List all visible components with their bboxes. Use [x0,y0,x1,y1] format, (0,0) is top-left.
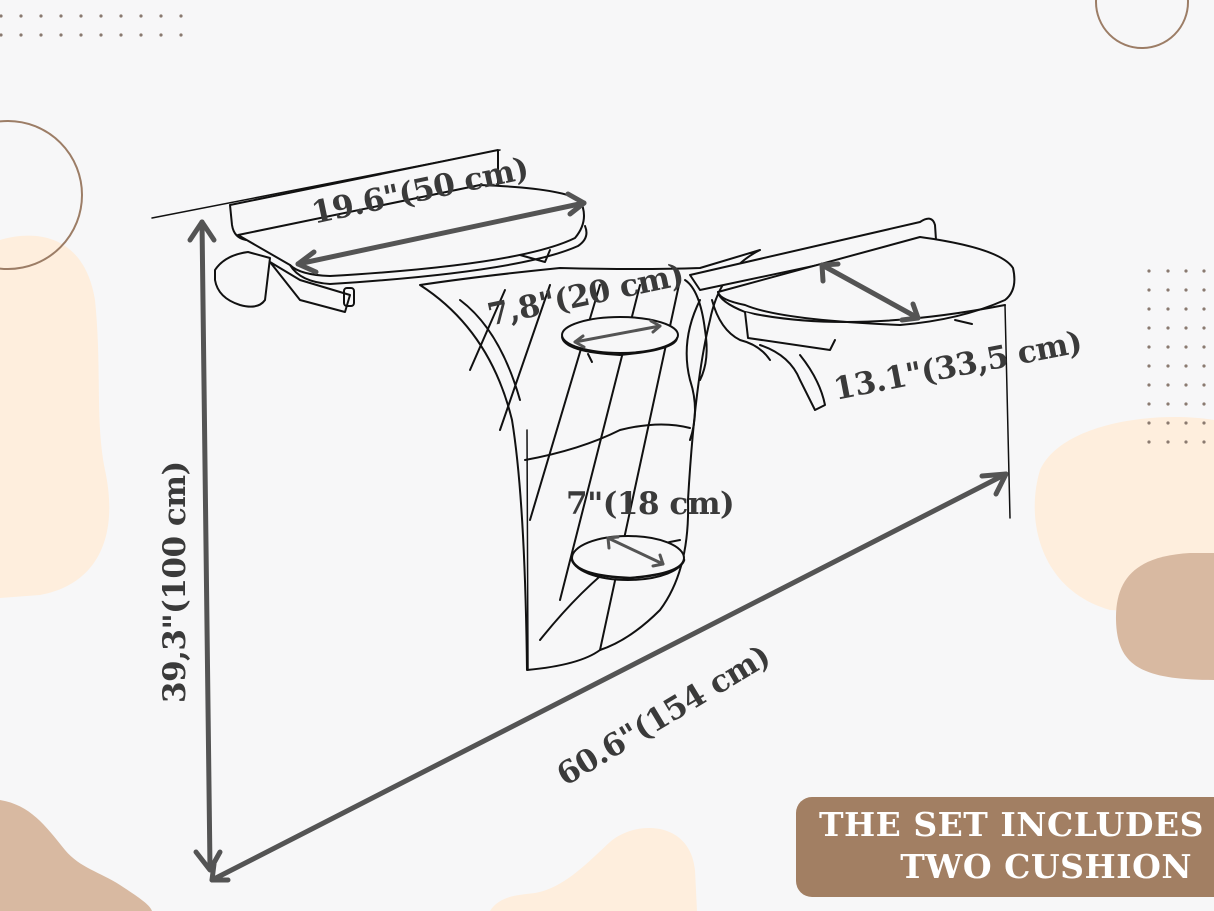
cushion-info-banner: THE SET INCLUDES TWO CUSHION [796,797,1214,897]
right-tan-blob [1115,553,1214,680]
top-left-shelf [214,149,588,313]
top-left-dot-grid [0,14,183,37]
right-shelf [684,217,1016,411]
bottom-light-blob [490,827,697,911]
top-right-circle-outline [1095,0,1189,49]
central-trunk-panel [419,249,771,671]
total-height-label: 39,3"(100 cm) [157,461,193,703]
wall-right-line [1004,304,1011,519]
left-circle-outline [0,120,83,270]
bottom-left-tan-blob [0,800,152,911]
left-light-blob [0,235,110,598]
banner-line-2: TWO CUSHION [900,847,1192,886]
lower-step-diameter-label: 7"(18 cm) [566,486,735,522]
banner-line-1: THE SET INCLUDES [818,805,1204,844]
dimension-arrows [187,191,1009,883]
right-dot-grid [1147,269,1206,444]
lower-round-step [570,535,686,581]
